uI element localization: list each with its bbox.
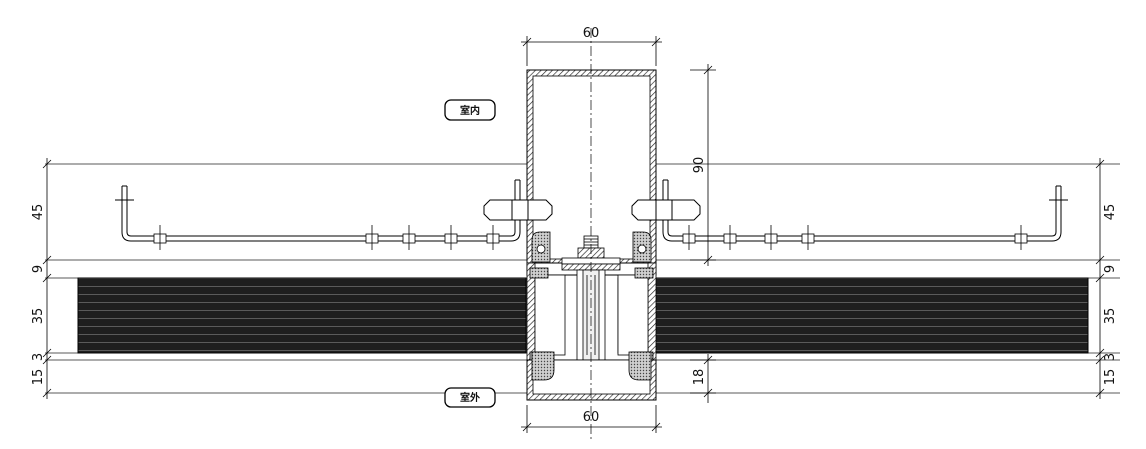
dimension-stack-right bbox=[1095, 158, 1105, 399]
bracket-left-clips bbox=[153, 225, 500, 250]
indoor-tag: 室内 bbox=[444, 99, 496, 121]
dim-left-3: 3 bbox=[31, 353, 46, 361]
glass-panel-right bbox=[617, 277, 1089, 354]
outdoor-tag: 室外 bbox=[444, 387, 496, 408]
dim-left-9: 9 bbox=[31, 265, 46, 273]
dim-left-15: 15 bbox=[31, 369, 46, 386]
dim-right-3: 3 bbox=[1103, 353, 1118, 361]
dimension-stack-left bbox=[42, 158, 52, 399]
dim-cover-depth: 18 bbox=[692, 369, 707, 386]
dim-mullion-depth: 90 bbox=[692, 157, 707, 174]
outdoor-label: 室外 bbox=[460, 391, 480, 404]
dim-right-9: 9 bbox=[1103, 265, 1118, 273]
dim-right-15: 15 bbox=[1103, 369, 1118, 386]
dim-bottom-width: 60 bbox=[583, 410, 600, 425]
reference-lines bbox=[45, 163, 1120, 394]
dimension-top bbox=[521, 36, 662, 66]
dim-left-45: 45 bbox=[31, 204, 46, 221]
pressure-cover bbox=[526, 351, 657, 401]
dim-right-45: 45 bbox=[1103, 204, 1118, 221]
indoor-label: 室内 bbox=[460, 104, 480, 117]
dim-right-35: 35 bbox=[1103, 308, 1118, 325]
bracket-left bbox=[115, 179, 553, 242]
steel-mullion bbox=[526, 69, 657, 264]
dim-left-35: 35 bbox=[31, 308, 46, 325]
dimension-mullion-depth bbox=[690, 64, 716, 266]
dim-top-width: 60 bbox=[583, 26, 600, 41]
bracket-right bbox=[631, 179, 1068, 242]
glass-panel-left bbox=[77, 277, 527, 354]
bracket-right-clips bbox=[682, 225, 1028, 250]
dimension-cover-depth bbox=[690, 354, 716, 403]
adaptor-frame bbox=[526, 262, 657, 361]
dimension-bottom bbox=[521, 405, 662, 433]
